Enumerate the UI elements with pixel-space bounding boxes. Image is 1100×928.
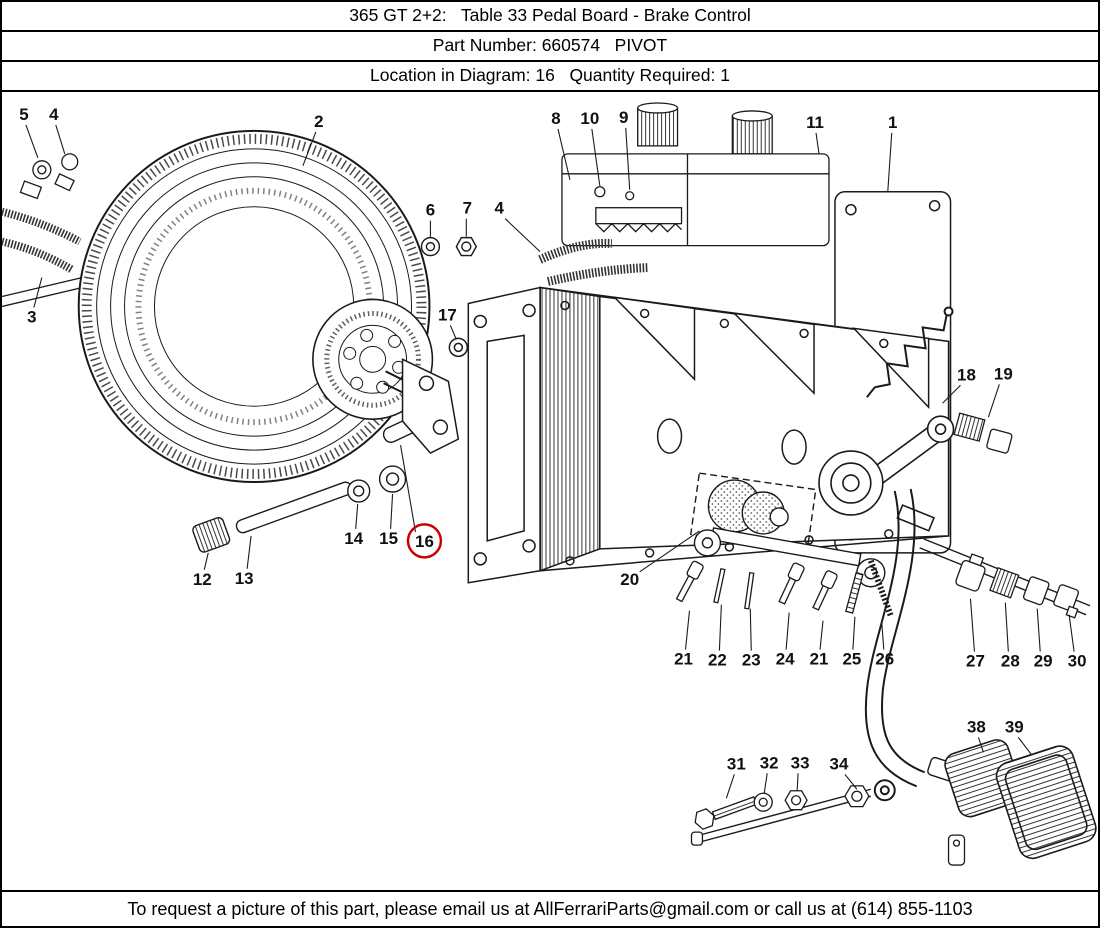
leader-line-3 [33,277,43,308]
callout-number-32: 32 [760,753,779,772]
supply-hoses-drawing [538,238,648,286]
callout-number-25: 25 [842,650,861,669]
callout-number-7: 7 [463,199,472,218]
callout-number-11: 11 [806,113,824,132]
callout-number-18: 18 [957,365,976,384]
callout-number-21: 21 [674,650,693,669]
leader-line-9 [625,127,631,190]
leader-line-10 [591,128,601,186]
highlight-circle [406,523,443,559]
leader-line-14 [355,503,359,529]
callout-number-4: 4 [49,105,59,124]
callout-number-39: 39 [1005,717,1024,736]
callout-number-22: 22 [708,651,727,670]
leader-line-5 [25,124,39,159]
fork-lever-drawing [401,337,469,455]
callout-number-26: 26 [875,650,894,669]
callout-number-27: 27 [966,652,985,671]
leader-line-18 [942,384,961,404]
leader-line-26 [881,622,885,650]
return-spring-drawing [866,306,1013,454]
leader-line-27 [969,598,975,652]
reservoir-drawing [561,102,830,247]
callout-number-38: 38 [967,717,986,736]
leader-line-13 [246,535,252,569]
leader-line-1 [887,132,893,192]
callout-number-21: 21 [810,650,829,669]
leader-line-17 [449,325,457,340]
leader-line-4 [504,218,541,252]
footer-contact-text: To request a picture of this part, pleas… [127,898,973,919]
leader-line-39 [1017,737,1032,755]
leader-line-23 [749,608,752,651]
callout-number-12: 12 [193,570,212,589]
leader-line-28 [1004,602,1009,652]
leader-line-29 [1036,608,1041,652]
leader-line-4 [55,124,66,155]
leader-line-24 [785,612,790,650]
leader-line-21 [684,610,691,650]
leader-line-38 [977,737,984,753]
callout-number-15: 15 [379,529,398,548]
header: 365 GT 2+2: Table 33 Pedal Board - Brake… [2,2,1098,92]
callout-number-1: 1 [888,113,897,132]
leader-line-30 [1068,614,1075,652]
callout-number-29: 29 [1034,652,1053,671]
location-quantity-line: Location in Diagram: 16 Quantity Require… [2,62,1098,92]
leader-line-21 [819,620,824,650]
leader-line-2 [302,131,317,167]
fittings-row-drawing [955,553,1080,619]
callout-number-8: 8 [551,109,560,128]
washer-nut-drawing [420,236,478,257]
leader-line-33 [796,773,799,792]
callout-number-14: 14 [344,529,363,548]
callout-number-9: 9 [619,108,628,127]
exploded-diagram-svg: 5432674810911117181914151612132021222324… [2,102,1097,866]
leader-line-20 [639,530,700,573]
leader-line-34 [844,773,858,790]
leader-line-31 [725,774,735,799]
callout-number-24: 24 [776,650,795,669]
callout-number-4: 4 [494,199,504,218]
callout-number-28: 28 [1001,652,1020,671]
callout-number-31: 31 [727,754,746,773]
left-hoses-drawing [2,153,87,308]
leader-line-32 [763,773,768,794]
footer: To request a picture of this part, pleas… [2,890,1098,926]
part-number-line: Part Number: 660574 PIVOT [2,32,1098,62]
callout-number-20: 20 [620,570,639,589]
callout-number-23: 23 [742,651,761,670]
callout-number-16: 16 [415,532,434,551]
brake-booster-drawing [77,129,434,484]
small-bolts-drawing [675,559,894,617]
grommet-drawing [689,472,817,552]
callout-number-33: 33 [791,753,810,772]
hardware-drawing [694,785,870,830]
callout-number-34: 34 [830,754,849,773]
callout-number-19: 19 [994,364,1013,383]
leader-line-11 [815,132,820,154]
pedal-pads-drawing [944,739,1097,866]
leader-line-15 [390,493,394,529]
callout-number-3: 3 [27,307,36,326]
callout-number-5: 5 [19,105,28,124]
callout-number-17: 17 [438,305,457,324]
pushrod-drawing [192,465,407,553]
leader-line-19 [987,384,1000,418]
callout-number-10: 10 [580,109,599,128]
leader-line-22 [718,604,722,651]
callout-number-6: 6 [426,201,435,220]
diagram-title: 365 GT 2+2: Table 33 Pedal Board - Brake… [2,2,1098,32]
leader-line-16 [400,445,417,532]
leader-line-8 [557,128,571,180]
callout-number-2: 2 [314,112,323,131]
callout-number-30: 30 [1068,652,1087,671]
leader-line-25 [852,616,856,650]
leader-line-12 [203,552,209,570]
callout-number-13: 13 [235,569,254,588]
